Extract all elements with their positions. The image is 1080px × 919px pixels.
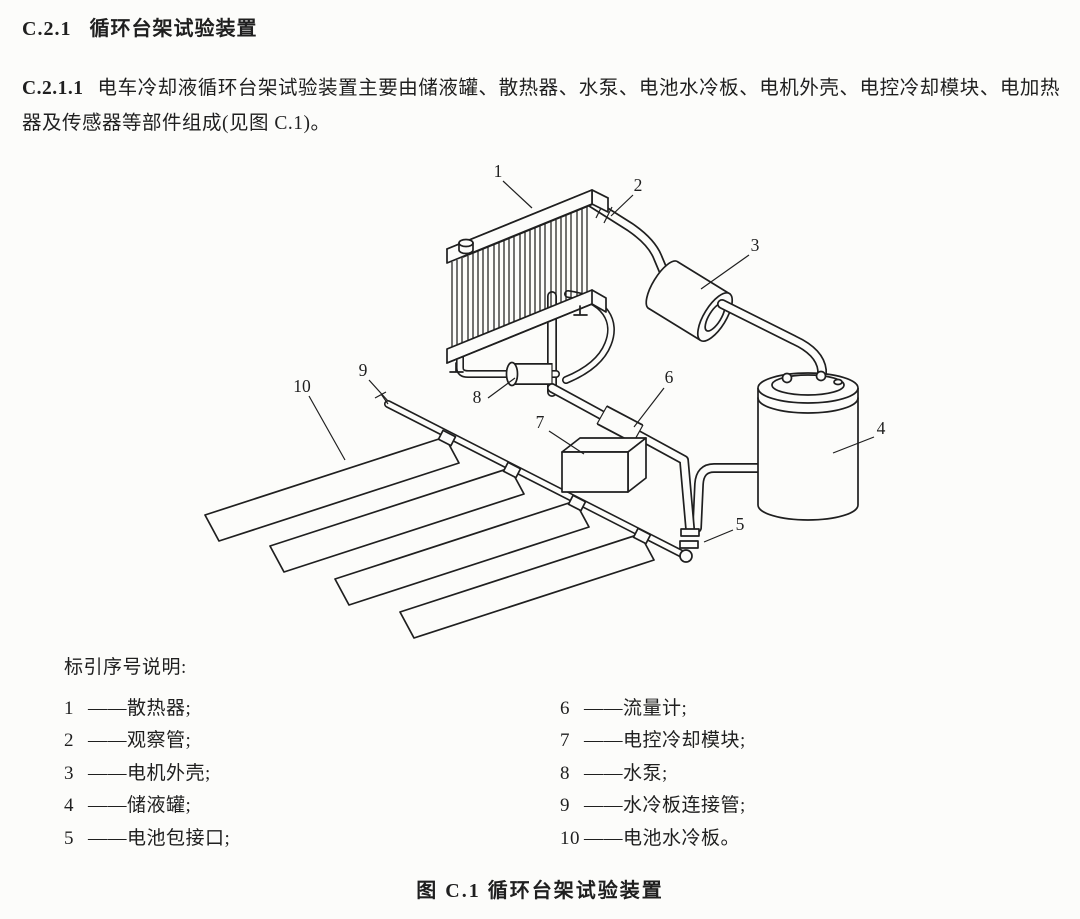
callout-2: 2 xyxy=(634,175,643,195)
dash: —— xyxy=(88,730,127,752)
dash: —— xyxy=(584,698,623,719)
motor-to-tank-pipe-graphic xyxy=(717,299,827,389)
callout-10: 10 xyxy=(293,376,311,396)
legend: 标引序号说明: 1——散热器; 2——观察管; 3——电机外壳; 4——储液罐;… xyxy=(64,652,1024,855)
pump-graphic xyxy=(505,361,553,387)
legend-item-10: 10——电池水冷板。 xyxy=(560,827,741,849)
callout-1: 1 xyxy=(494,161,503,181)
legend-item-1: 1——散热器; xyxy=(64,698,192,719)
control-module-graphic xyxy=(561,437,647,493)
section-title: 循环台架试验装置 xyxy=(89,18,258,40)
radiator-graphic xyxy=(446,189,609,373)
dash: —— xyxy=(88,795,127,817)
manifold-pipe-graphic xyxy=(374,391,690,560)
legend-item-9: 9——水冷板连接管; xyxy=(560,795,746,817)
paragraph-text: 电车冷却液循环台架试验装置主要由储液罐、散热器、水泵、电池水冷板、电机外壳、电控… xyxy=(22,78,1060,134)
callout-leaders xyxy=(308,180,875,543)
dash: —— xyxy=(584,762,623,784)
section-heading: C.2.1 循环台架试验装置 xyxy=(22,12,257,41)
dash: —— xyxy=(88,827,127,849)
figure-caption: 图 C.1 循环台架试验装置 xyxy=(416,880,664,902)
callout-9: 9 xyxy=(359,360,368,380)
legend-item-4: 4——储液罐; xyxy=(64,795,192,817)
callout-numbers: 1 2 3 4 5 6 7 8 9 10 xyxy=(293,161,885,534)
callout-5: 5 xyxy=(736,514,745,534)
legend-item-8: 8——水泵; xyxy=(560,762,668,784)
legend-title: 标引序号说明: xyxy=(64,657,187,678)
callout-4: 4 xyxy=(877,418,886,438)
dash: —— xyxy=(584,827,623,849)
legend-item-3: 3——电机外壳; xyxy=(64,762,211,784)
dash: —— xyxy=(584,795,623,817)
observation-pipe-graphic xyxy=(587,198,671,282)
flow-meter-graphic xyxy=(596,405,644,444)
battery-interface-graphic xyxy=(679,528,700,563)
dash: —— xyxy=(88,698,127,719)
callout-6: 6 xyxy=(665,367,674,387)
paragraph-number: C.2.1.1 xyxy=(22,78,84,99)
motor-housing-graphic xyxy=(645,260,734,342)
tank-outlet-pipe-graphic xyxy=(692,463,763,533)
section-number: C.2.1 xyxy=(22,18,72,40)
callout-7: 7 xyxy=(536,412,545,432)
callout-3: 3 xyxy=(751,235,760,255)
dash: —— xyxy=(88,762,127,784)
cold-plates-graphic xyxy=(204,436,655,639)
legend-item-7: 7——电控冷却模块; xyxy=(560,730,746,752)
legend-item-5: 5——电池包接口; xyxy=(64,827,231,849)
dash: —— xyxy=(584,730,623,752)
callout-8: 8 xyxy=(473,387,482,407)
reservoir-tank-graphic xyxy=(757,370,859,521)
legend-item-2: 2——观察管; xyxy=(64,730,192,752)
flow-pipe-graphic xyxy=(547,383,695,533)
legend-item-6: 6——流量计; xyxy=(560,698,688,719)
